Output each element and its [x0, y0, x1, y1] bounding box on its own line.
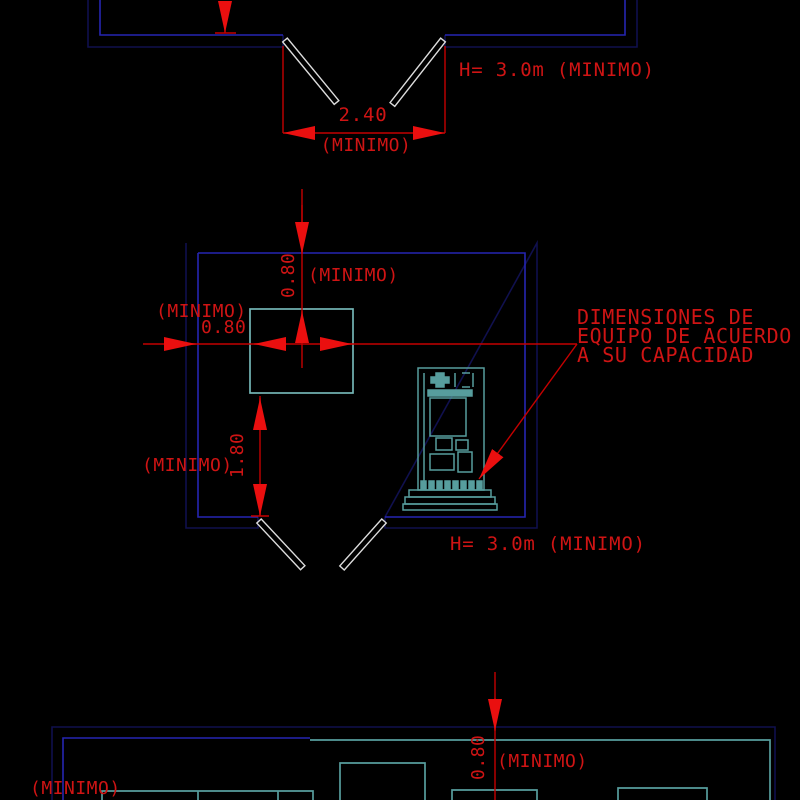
equipment-part-2: [455, 439, 469, 451]
equipment-part-4: [457, 451, 473, 473]
walls-inner: [62, 0, 626, 800]
top-height-note: H= 3.0m (MINIMO): [459, 59, 655, 81]
equipment-layer: [101, 308, 771, 800]
mid-rear-clearance-value: 0.80: [278, 253, 299, 298]
top-door-width-label: 2.40: [339, 104, 388, 126]
walls-outer: [51, 0, 776, 800]
mid-side-clearance-value: 0.80: [201, 317, 246, 338]
bottom-room-teal-liner: [310, 739, 771, 800]
equipment-note-line-1: DIMENSIONES DE: [577, 305, 754, 329]
bottom-rear-clearance-value: 0.80: [468, 735, 489, 780]
mid-rear-clearance-min: (MINIMO): [308, 265, 399, 286]
equipment-base-3: [402, 503, 498, 511]
bottom-equipment-box-b: [617, 787, 708, 800]
equipment-part-3: [429, 453, 455, 471]
top-door-leaf-right: [389, 37, 447, 108]
equipment-base-2: [404, 496, 496, 505]
dimension-lines: [143, 1, 578, 800]
top-door-min-label: (MINIMO): [321, 135, 412, 156]
middle-room-wall-inner: [197, 252, 526, 518]
mid-height-note: H= 3.0m (MINIMO): [450, 533, 646, 555]
bottom-room-wall-outer: [51, 726, 776, 800]
bottom-left-min-label: (MINIMO): [30, 778, 121, 799]
bottom-room-wall-inner: [62, 737, 310, 800]
top-door-leaf-left: [281, 37, 340, 106]
top-room-wall-outer: [87, 0, 638, 48]
mid-front-clearance-min: (MINIMO): [142, 455, 233, 476]
equipment-band: [427, 389, 473, 397]
door-leaves: [255, 37, 447, 571]
bottom-rear-clearance-min: (MINIMO): [497, 751, 588, 772]
equipment-note-line-2: EQUIPO DE ACUERDO: [577, 324, 792, 348]
middle-door-leaf-right: [338, 518, 388, 571]
bottom-equipment-row: [101, 790, 314, 800]
dimension-labels: 2.40 (MINIMO) H= 3.0m (MINIMO) 0.80 (MIN…: [30, 59, 792, 799]
equipment-bracket: [454, 372, 474, 388]
equipment-base-1: [408, 489, 492, 498]
equipment-note-line-3: A SU CAPACIDAD: [577, 343, 754, 367]
equipment-frame: [417, 367, 485, 491]
top-room-wall-inner: [99, 0, 626, 36]
bottom-equipment-tall-box: [339, 762, 426, 800]
mid-side-clearance-min: (MINIMO): [156, 301, 247, 322]
mid-front-clearance-value: 1.80: [227, 433, 248, 478]
equipment-body: [429, 397, 467, 437]
equipment-part-1: [435, 437, 453, 451]
equipment-motor: [430, 372, 450, 388]
middle-door-leaf-left: [255, 517, 306, 571]
equipment-coil-row: [420, 480, 483, 490]
equipment-leader-line: [478, 343, 578, 480]
equipment-unit: [402, 367, 498, 511]
